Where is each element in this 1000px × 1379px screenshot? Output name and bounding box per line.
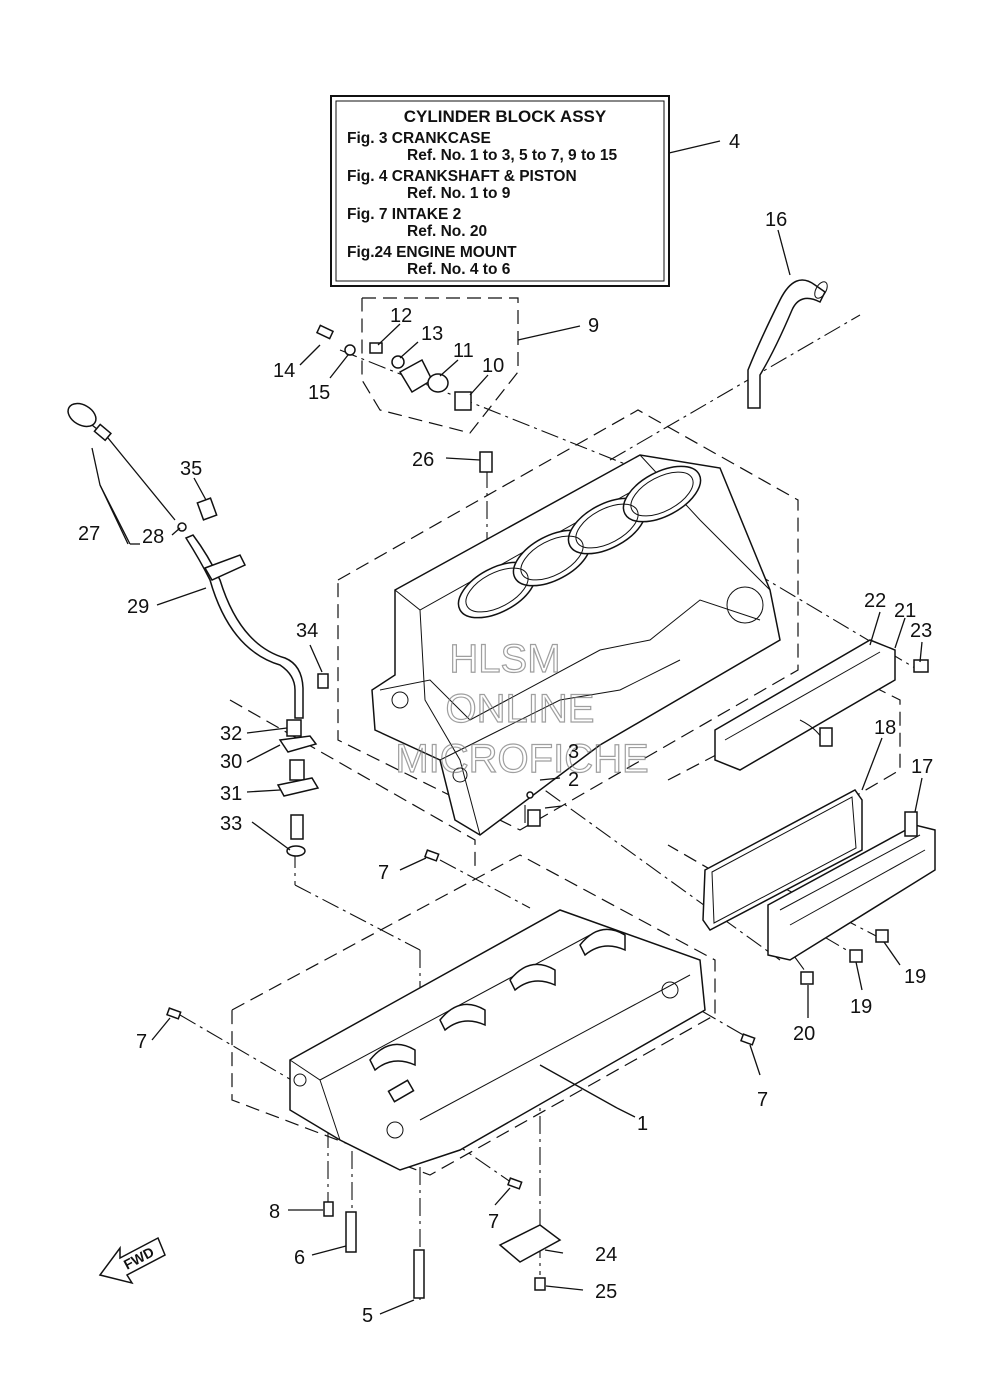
callout-7: 7	[136, 1031, 147, 1053]
callout-29: 29	[127, 596, 149, 618]
callout-27: 27	[78, 523, 100, 545]
callout-34: 34	[296, 620, 318, 642]
callout-8: 8	[269, 1201, 280, 1223]
callout-24: 24	[595, 1244, 617, 1266]
callout-7: 7	[488, 1211, 499, 1233]
callout-19: 19	[850, 996, 872, 1018]
callout-leaders	[91, 229, 923, 1315]
watermark: HLSM ONLINE MICROFICHE	[395, 636, 650, 781]
callout-3: 3	[568, 741, 579, 763]
callout-21: 21	[894, 600, 916, 622]
hose	[747, 279, 828, 409]
callout-6: 6	[294, 1247, 305, 1269]
callout-22: 22	[864, 590, 886, 612]
callout-2: 2	[568, 769, 579, 791]
callout-32: 32	[220, 723, 242, 745]
callout-7: 7	[757, 1089, 768, 1111]
callout-19: 19	[904, 966, 926, 988]
dipstick	[67, 402, 176, 521]
callout-35: 35	[180, 458, 202, 480]
callout-14: 14	[273, 360, 295, 382]
cylinder-block	[371, 454, 781, 836]
callout-numbers: 1 2 3 5 6 7 7 7 7 8 9 10 11 12 13 14 15 …	[78, 209, 933, 1327]
callout-1: 1	[637, 1113, 648, 1135]
callout-30: 30	[220, 751, 242, 773]
reference-line: Fig. 3 CRANKCASE	[347, 130, 491, 147]
callout-4: 4	[729, 131, 740, 153]
callout-9: 9	[588, 315, 599, 337]
callout-23: 23	[910, 620, 932, 642]
callout-11: 11	[453, 340, 474, 362]
callout-31: 31	[220, 783, 242, 805]
reference-line: Fig.24 ENGINE MOUNT	[347, 244, 517, 261]
callout-12: 12	[390, 305, 412, 327]
fwd-arrow: FWD	[98, 1236, 166, 1285]
callout-16: 16	[765, 209, 787, 231]
reference-box-title: CYLINDER BLOCK ASSY	[404, 107, 607, 126]
callout-20: 20	[793, 1023, 815, 1045]
small-parts	[196, 497, 329, 857]
side-cover	[767, 811, 936, 961]
reference-line: Fig. 7 INTAKE 2	[347, 206, 461, 223]
callout-28: 28	[142, 526, 164, 548]
crankcase	[289, 909, 706, 1171]
callout-33: 33	[220, 813, 242, 835]
callout-26: 26	[412, 449, 434, 471]
dipstick-tube	[177, 522, 304, 719]
reference-line: Fig. 4 CRANKSHAFT & PISTON	[347, 168, 577, 185]
intake-cover	[714, 639, 896, 771]
reference-box: CYLINDER BLOCK ASSY Fig. 3 CRANKCASE Ref…	[330, 95, 740, 287]
callout-5: 5	[362, 1305, 373, 1327]
callout-25: 25	[595, 1281, 617, 1303]
callout-18: 18	[874, 717, 896, 739]
hardware	[166, 324, 929, 1299]
gasket	[702, 789, 863, 931]
watermark-line: MICROFICHE	[395, 737, 648, 781]
callout-17: 17	[911, 756, 933, 778]
reference-line: Ref. No. 1 to 9	[407, 185, 511, 202]
watermark-line: ONLINE	[446, 687, 595, 731]
callout-10: 10	[482, 355, 504, 377]
callout-7: 7	[378, 862, 389, 884]
callout-13: 13	[421, 323, 443, 345]
reference-line: Ref. No. 1 to 3, 5 to 7, 9 to 15	[407, 147, 618, 164]
reference-line: Ref. No. 20	[407, 223, 487, 240]
reference-line: Ref. No. 4 to 6	[407, 261, 511, 278]
watermark-line: HLSM	[449, 637, 560, 681]
callout-15: 15	[308, 382, 330, 404]
